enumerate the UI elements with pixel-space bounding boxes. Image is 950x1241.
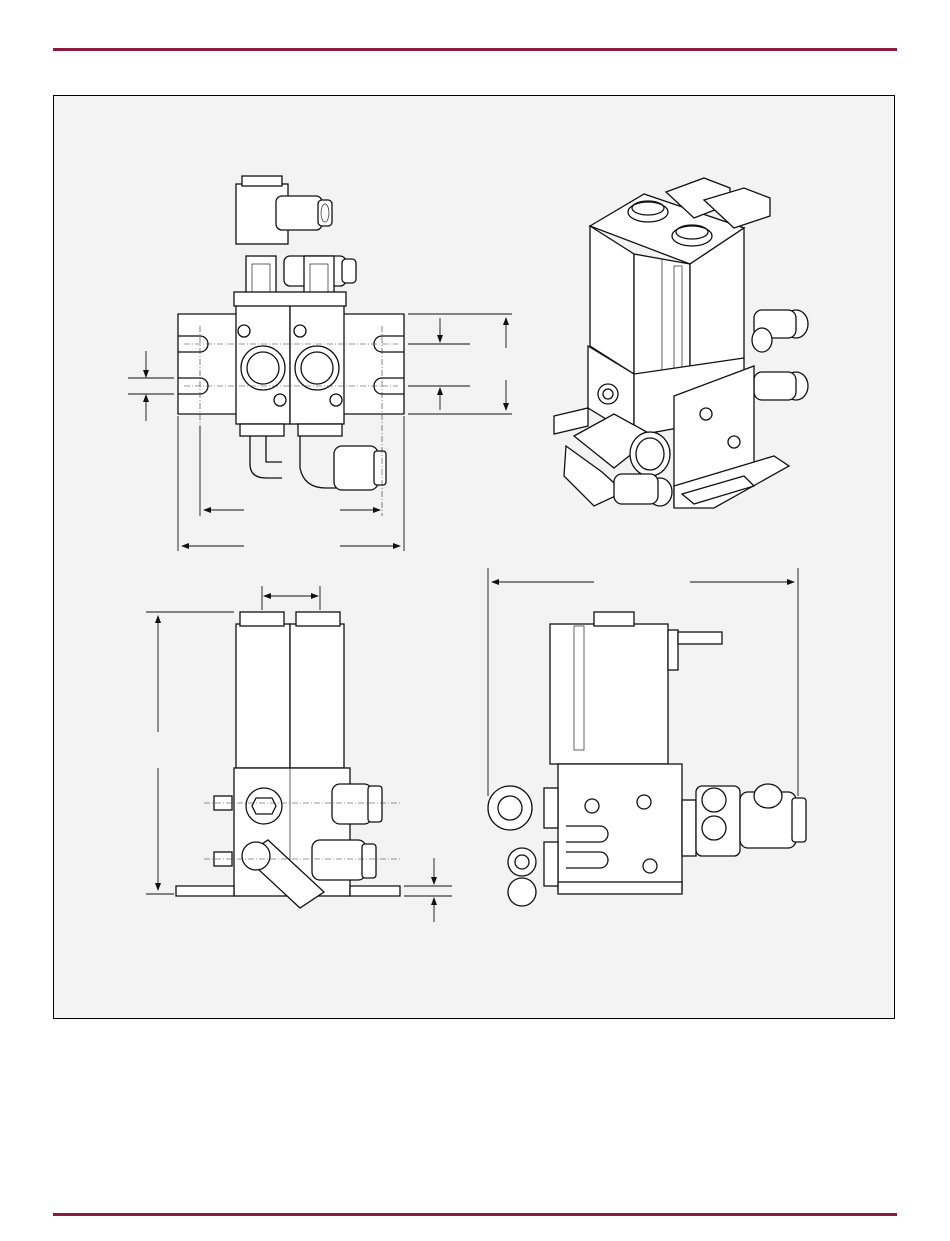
front-view xyxy=(128,176,512,551)
right-view xyxy=(488,568,806,906)
header-rule xyxy=(53,48,897,51)
drawing-panel xyxy=(53,95,895,1019)
isometric-view xyxy=(554,178,808,508)
side-view xyxy=(146,586,452,922)
technical-drawing xyxy=(54,96,896,1020)
footer-rule xyxy=(53,1213,897,1216)
